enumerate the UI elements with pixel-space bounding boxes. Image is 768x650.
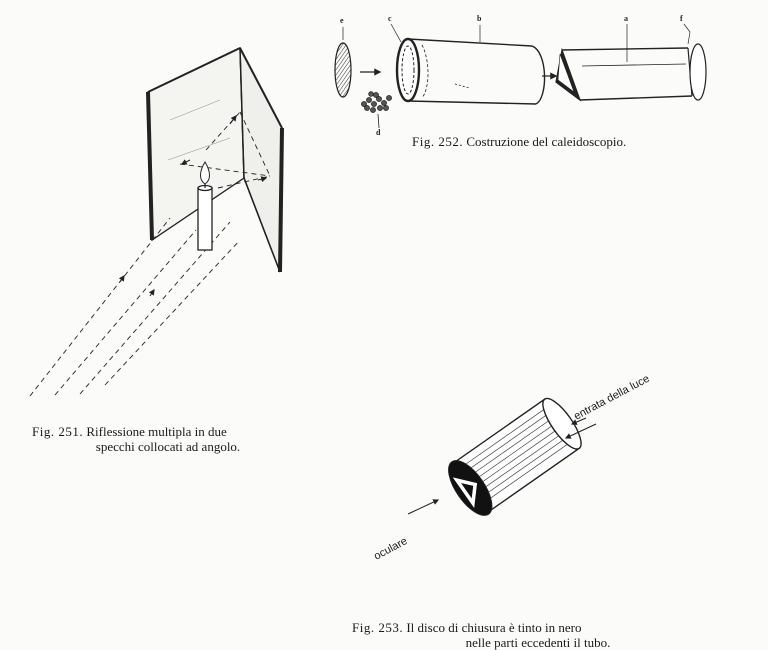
caption-fig252: Fig. 252. Costruzione del caleidoscopio. xyxy=(412,134,626,149)
label-d: d xyxy=(376,128,381,137)
candle xyxy=(197,161,213,251)
tube-b xyxy=(395,37,546,105)
caption-fig251-line1: Riflessione multipla in due xyxy=(86,424,227,439)
disc-e xyxy=(334,42,352,98)
caption-fig253-number: Fig. 253. xyxy=(352,620,404,635)
disc-f xyxy=(689,43,707,101)
fig252-illustration xyxy=(334,23,707,129)
left-mirror xyxy=(146,46,245,242)
glass-beads xyxy=(361,91,392,113)
label-c: c xyxy=(388,14,392,23)
mirror-prism-a xyxy=(555,47,693,102)
ray-arrows xyxy=(118,115,268,297)
label-b: b xyxy=(477,14,482,23)
caption-fig251: Fig. 251. Riflessione multipla in due sp… xyxy=(32,424,304,454)
label-f: f xyxy=(680,14,683,23)
caption-fig253: Fig. 253. Il disco di chiusura è tinto i… xyxy=(352,620,724,650)
fig251-illustration xyxy=(29,46,284,397)
caption-fig253-line2: nelle parti eccedenti il tubo. xyxy=(465,635,611,650)
caption-fig253-line1: Il disco di chiusura è tinto in nero xyxy=(406,620,582,635)
caption-fig251-number: Fig. 251. xyxy=(32,424,84,439)
caption-fig252-number: Fig. 252. xyxy=(412,134,464,149)
fig253-illustration xyxy=(407,397,597,516)
label-e: e xyxy=(340,16,344,25)
reflection-lines xyxy=(29,111,271,397)
caption-fig252-text: Costruzione del caleidoscopio. xyxy=(466,134,627,149)
label-a: a xyxy=(624,14,628,23)
caption-fig251-line2: specchi collocati ad angolo. xyxy=(95,439,241,454)
right-mirror xyxy=(239,47,284,273)
